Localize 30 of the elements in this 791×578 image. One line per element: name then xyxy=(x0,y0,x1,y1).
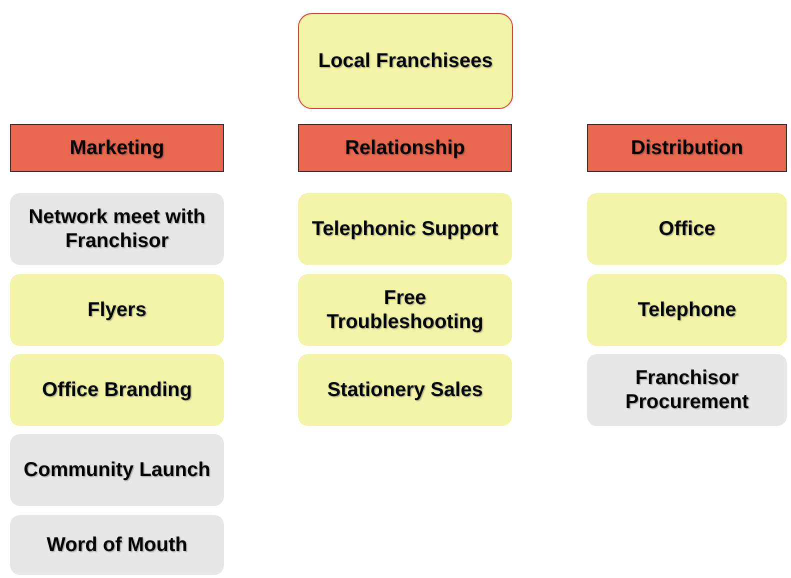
item-box xyxy=(587,193,787,265)
node-label: Telephonic Support xyxy=(312,217,498,241)
node-label: Office xyxy=(658,217,716,241)
node-label: Franchisor Procurement xyxy=(624,366,750,414)
category-header xyxy=(10,124,224,172)
category-header xyxy=(587,124,787,172)
item-box xyxy=(298,354,512,426)
node-label: Flyers xyxy=(88,298,146,322)
category-header xyxy=(298,124,512,172)
item-box xyxy=(10,515,224,575)
node-label: Office Branding xyxy=(42,378,192,402)
item-box xyxy=(10,274,224,346)
node-label: Stationery Sales xyxy=(327,378,483,402)
node-label: Distribution xyxy=(630,136,744,160)
item-box xyxy=(10,193,224,265)
node-label: Network meet with Franchisor xyxy=(28,205,206,253)
node-label: Community Launch xyxy=(24,458,210,482)
item-box xyxy=(298,274,512,346)
node-label: Free Troubleshooting xyxy=(326,286,484,334)
item-box xyxy=(10,354,224,426)
node-label: Local Franchisees xyxy=(318,49,493,73)
node-label: Marketing xyxy=(70,136,164,160)
item-box xyxy=(298,193,512,265)
item-box xyxy=(587,274,787,346)
node-label: Telephone xyxy=(638,298,736,322)
org-root-box xyxy=(298,13,513,109)
node-label: Relationship xyxy=(344,136,465,160)
item-box xyxy=(587,354,787,426)
item-box xyxy=(10,434,224,506)
node-label: Word of Mouth xyxy=(46,533,188,557)
